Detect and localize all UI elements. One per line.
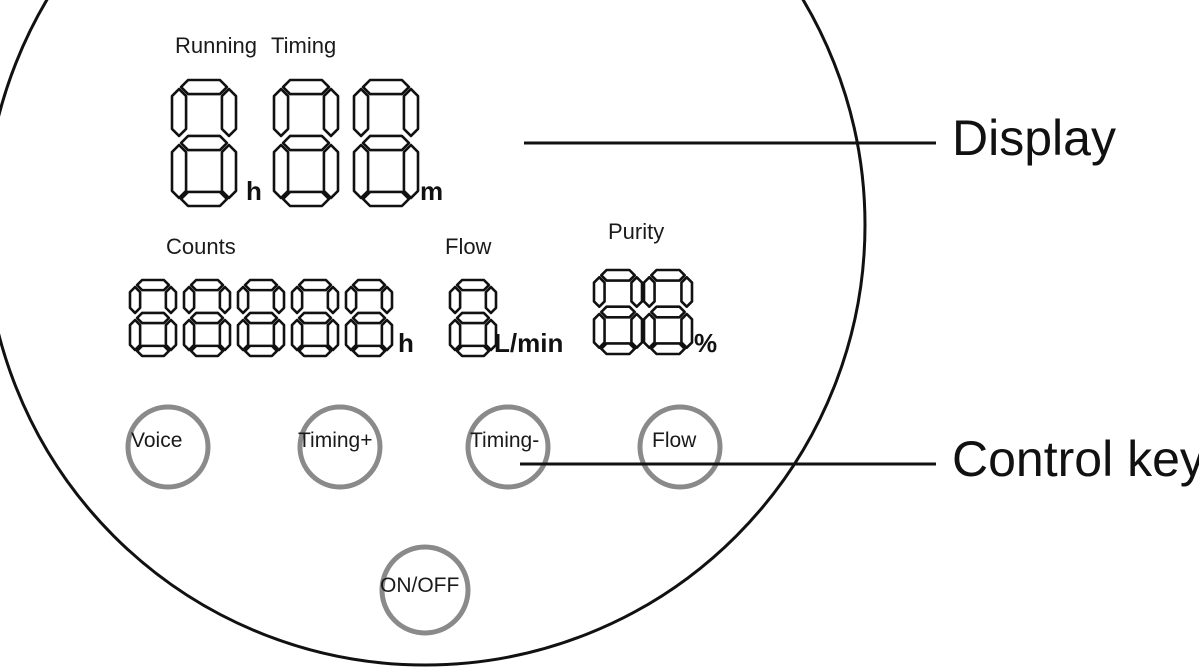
running-hours-digit	[170, 78, 238, 208]
purity-digits	[592, 268, 694, 356]
flow-digit-1	[448, 278, 498, 358]
counts-digit-5	[344, 278, 394, 358]
timing-minus-key[interactable]: Timing-	[465, 404, 551, 490]
flow-label: Flow	[445, 234, 492, 259]
timing-minute-tens-digit	[272, 78, 340, 208]
purity-digit-1	[592, 268, 644, 356]
counts-digit-4	[290, 278, 340, 358]
counts-digits	[128, 278, 394, 358]
timing-label: Timing	[271, 33, 336, 58]
timing-plus-key-label: Timing+	[298, 429, 373, 452]
flow-digit	[448, 278, 498, 358]
on-off-key[interactable]: ON/OFF	[379, 544, 471, 636]
running-label: Running	[175, 33, 257, 58]
display-callout: Display	[952, 110, 1116, 166]
hours-unit-running: h	[246, 176, 262, 206]
purity-digit-2	[642, 268, 694, 356]
device-face-outline	[0, 0, 867, 667]
running-timing-digits	[170, 78, 420, 208]
voice-key-label: Voice	[131, 429, 182, 452]
voice-key[interactable]: Voice	[125, 404, 211, 490]
counts-digit-3	[236, 278, 286, 358]
counts-label: Counts	[166, 234, 236, 259]
on-off-key-label: ON/OFF	[380, 574, 459, 597]
hours-unit-counts: h	[398, 328, 414, 358]
control-key-callout: Control key	[952, 431, 1199, 487]
timing-minus-key-label: Timing-	[470, 429, 539, 452]
counts-digit-2	[182, 278, 232, 358]
timing-minute-ones-digit	[352, 78, 420, 208]
flow-key[interactable]: Flow	[637, 404, 723, 490]
counts-digit-1	[128, 278, 178, 358]
flow-unit: L/min	[494, 328, 563, 358]
timing-plus-key[interactable]: Timing+	[297, 404, 383, 490]
purity-label: Purity	[608, 219, 664, 244]
minutes-unit: m	[420, 176, 443, 206]
percent-unit: %	[694, 328, 717, 358]
flow-key-label: Flow	[652, 429, 697, 452]
